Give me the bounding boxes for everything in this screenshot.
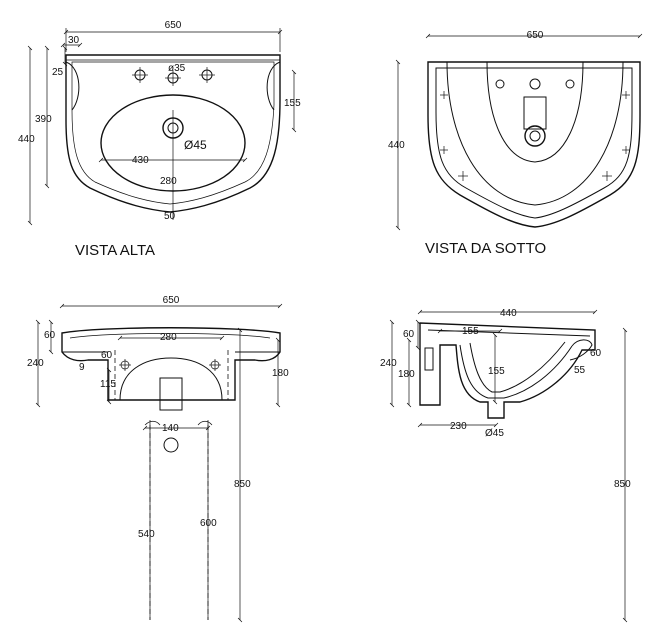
top-view: 650 30 25 390 440 ø35 155 Ø45 430 280 50… [18, 20, 301, 259]
side-drain-dist-label: 230 [450, 421, 467, 432]
front-sixty-label: 60 [101, 350, 113, 361]
side-view: 440 155 60 240 180 155 60 55 230 Ø45 850 [380, 308, 631, 623]
side-bowl-label: 155 [488, 366, 505, 377]
top-depth-label: 390 [35, 114, 52, 125]
top-bowl-width-label: 430 [132, 155, 149, 166]
side-drain-dia-label: Ø45 [485, 428, 504, 439]
top-width-label: 650 [165, 20, 182, 31]
side-height-label: 240 [380, 358, 397, 369]
front-drain-spacing-label: 140 [162, 423, 179, 434]
top-thick-label: 30 [68, 35, 80, 46]
front-115-label: 115 [100, 379, 116, 390]
front-inner-label: 280 [160, 332, 177, 343]
tap-hole-right [199, 67, 215, 83]
front-850-label: 850 [234, 479, 251, 490]
front-height-label: 240 [27, 358, 44, 369]
tap-hole-center [165, 70, 181, 86]
bottom-view-caption: VISTA DA SOTTO [425, 240, 546, 257]
tap-hole-left [132, 67, 148, 83]
top-view-caption: VISTA ALTA [75, 242, 155, 259]
side-155-label: 155 [462, 326, 479, 337]
top-rim-label: 25 [52, 67, 64, 78]
side-top-label: 60 [403, 329, 415, 340]
front-width-label: 650 [163, 295, 180, 306]
bottom-depth-label: 440 [388, 140, 405, 151]
front-180-label: 180 [272, 368, 289, 379]
front-view: 650 280 60 240 60 9 115 180 140 850 600 … [27, 295, 289, 623]
front-top-label: 60 [44, 330, 56, 341]
side-180-label: 180 [398, 369, 415, 380]
top-front-label: 50 [164, 211, 176, 222]
top-drain-label: Ø45 [184, 138, 207, 152]
side-depth-label: 440 [500, 308, 517, 319]
top-bowl-depth-label: 280 [160, 176, 177, 187]
bottom-width-label: 650 [527, 30, 544, 41]
side-850-label: 850 [614, 479, 631, 490]
top-taphole-label: ø35 [168, 63, 186, 74]
side-lip-label: 55 [574, 365, 586, 376]
front-540-label: 540 [138, 529, 155, 540]
bottom-view: 650 440 VISTA DA SOTTO [388, 30, 643, 257]
top-total-label: 440 [18, 134, 35, 145]
side-rim-label: 60 [590, 348, 602, 359]
front-600-label: 600 [200, 518, 217, 529]
front-nine-label: 9 [79, 362, 85, 373]
top-side-label: 155 [284, 98, 301, 109]
